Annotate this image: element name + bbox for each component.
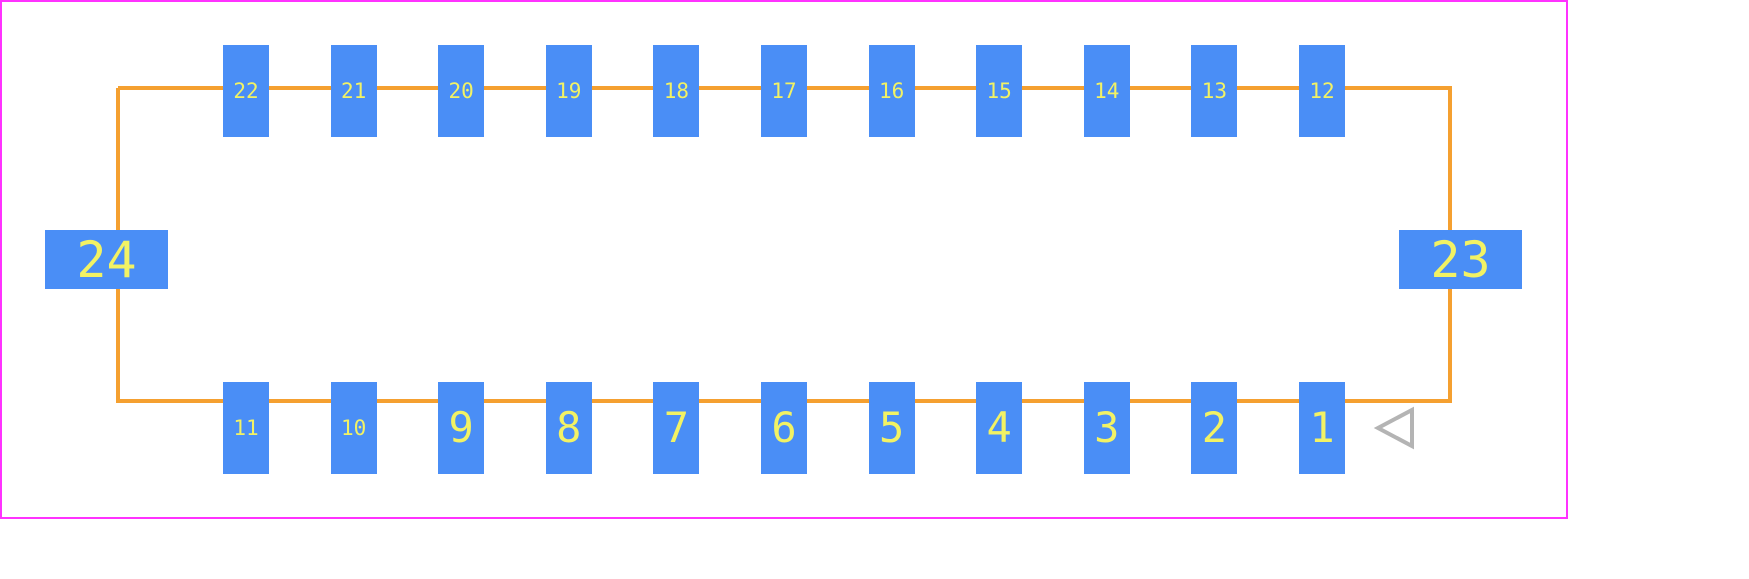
pad-label: 1 <box>1309 403 1335 452</box>
pad-label: 16 <box>878 78 905 103</box>
pad-label: 3 <box>1094 403 1120 452</box>
pad-label: 2 <box>1201 403 1228 452</box>
top-pad-19: 19 <box>545 45 592 137</box>
pad-label: 17 <box>771 78 797 103</box>
board-border <box>0 0 1568 519</box>
top-pad-21: 21 <box>330 45 377 137</box>
pad-label: 20 <box>448 78 474 103</box>
pad-label: 15 <box>986 78 1012 103</box>
bottom-pad-10: 10 <box>330 382 377 474</box>
pad-label: 9 <box>448 403 474 452</box>
pad-label: 4 <box>986 403 1012 452</box>
pad-label: 6 <box>771 403 797 452</box>
pad-label: 10 <box>340 415 367 440</box>
pad-label: 18 <box>663 78 690 103</box>
bottom-pad-5: 5 <box>868 382 915 474</box>
bottom-pad-3: 3 <box>1083 382 1130 474</box>
pad-label: 8 <box>556 403 582 452</box>
pad-label: 14 <box>1094 78 1120 103</box>
top-pad-18: 18 <box>653 45 700 137</box>
mount-pad-right: 23 <box>1399 230 1522 289</box>
top-pad-15: 15 <box>976 45 1023 137</box>
top-pad-12: 12 <box>1299 45 1345 137</box>
bottom-pad-1: 1 <box>1299 382 1345 474</box>
bottom-pad-6: 6 <box>761 382 807 474</box>
pad-label: 19 <box>556 78 582 103</box>
pad-label: 23 <box>1430 230 1491 289</box>
pad-label: 5 <box>878 403 905 452</box>
bottom-pad-11: 11 <box>223 382 269 474</box>
bottom-pad-8: 8 <box>545 382 592 474</box>
top-pad-16: 16 <box>868 45 915 137</box>
top-pad-14: 14 <box>1083 45 1130 137</box>
pad-label: 22 <box>233 78 259 103</box>
pad-label: 24 <box>76 230 137 289</box>
pad-label: 11 <box>233 415 259 440</box>
pin1-marker-icon <box>1373 406 1414 450</box>
top-pad-20: 20 <box>438 45 485 137</box>
bottom-pad-9: 9 <box>438 382 485 474</box>
pad-label: 7 <box>663 403 690 452</box>
bottom-pad-7: 7 <box>653 382 700 474</box>
bottom-pad-2: 2 <box>1191 382 1238 474</box>
top-pad-13: 13 <box>1191 45 1238 137</box>
pad-label: 21 <box>340 78 367 103</box>
top-pad-17: 17 <box>761 45 807 137</box>
top-pad-22: 22 <box>223 45 269 137</box>
mount-pad-left: 24 <box>45 230 168 289</box>
pad-label: 13 <box>1201 78 1228 103</box>
bottom-pad-4: 4 <box>976 382 1023 474</box>
pad-label: 12 <box>1309 78 1335 103</box>
